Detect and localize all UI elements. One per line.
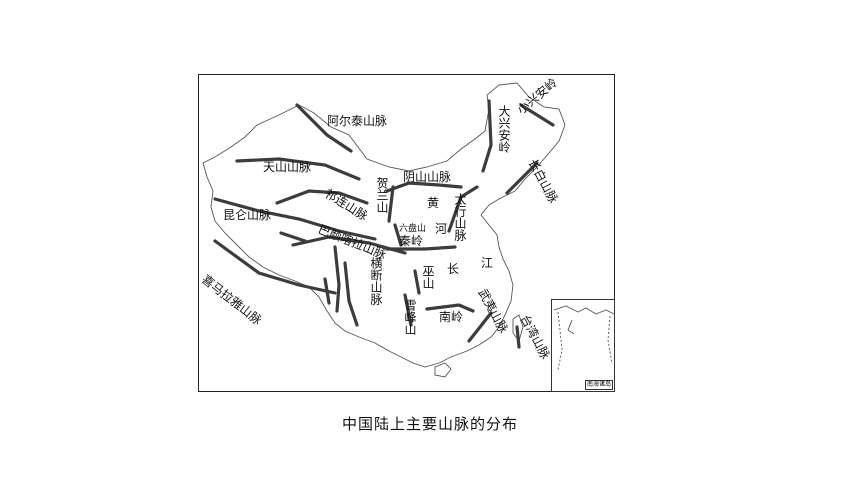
range-helan	[387, 185, 395, 223]
range-himalaya	[213, 239, 337, 295]
map-caption: 中国陆上主要山脉的分布	[341, 415, 518, 433]
range-kunlun	[213, 197, 377, 241]
label-jiang: 江	[481, 256, 494, 270]
range-qilian	[275, 189, 369, 205]
label-daxinganling: 大兴安岭	[497, 105, 511, 153]
label-huang: 黄	[427, 196, 440, 210]
range-qinling	[385, 245, 457, 251]
label-kunlun: 昆仑山脉	[223, 208, 272, 222]
range-wushan	[413, 269, 421, 295]
label-xuefeng: 雪峰山	[403, 299, 417, 335]
china-map	[202, 82, 566, 378]
range-xiaoxinganling	[519, 103, 555, 127]
south-china-sea-inset: 南海诸岛	[551, 299, 615, 392]
range-liupan	[393, 223, 403, 247]
label-liupan: 六盘山	[399, 224, 427, 234]
label-altay: 阿尔泰山脉	[327, 114, 388, 128]
range-hengduan-2	[343, 261, 359, 327]
label-he: 河	[435, 222, 448, 236]
mountain-ranges	[213, 99, 555, 349]
map-frame: 阿尔泰山脉 天山山脉 昆仑山脉 喜马拉雅山脉 祁连山脉 巴颜喀拉山脉 贺兰山 六…	[198, 74, 615, 392]
range-wuyi	[467, 311, 493, 343]
inset-map	[553, 305, 615, 371]
label-helan: 贺兰山	[375, 177, 389, 213]
label-nanling: 南岭	[439, 310, 464, 324]
label-chang: 长	[447, 262, 460, 276]
range-daxinganling	[481, 99, 493, 173]
label-taihang: 太行山脉	[453, 193, 467, 241]
range-kunlun-short	[279, 231, 307, 243]
taiwan-island	[512, 314, 524, 342]
range-xuefeng	[403, 293, 413, 327]
range-taihang	[447, 185, 479, 233]
range-nanling	[425, 303, 475, 313]
label-wushan: 巫山	[421, 265, 435, 289]
range-tianshan	[235, 157, 361, 181]
label-qinling: 秦岭	[399, 234, 424, 248]
inset-label: 南海诸岛	[584, 380, 613, 390]
range-yinshan	[385, 181, 463, 193]
range-hengduan-1	[333, 245, 341, 313]
range-hengduan-3	[323, 277, 331, 305]
range-altay	[295, 103, 353, 153]
label-tianshan: 天山山脉	[263, 160, 312, 174]
range-taiwan	[515, 325, 521, 349]
label-yinshan: 阴山山脉	[403, 170, 452, 184]
hainan-island	[434, 362, 452, 378]
country-outline	[202, 82, 566, 368]
label-hengduan: 横断山脉	[369, 257, 383, 305]
range-changbai	[505, 161, 539, 195]
